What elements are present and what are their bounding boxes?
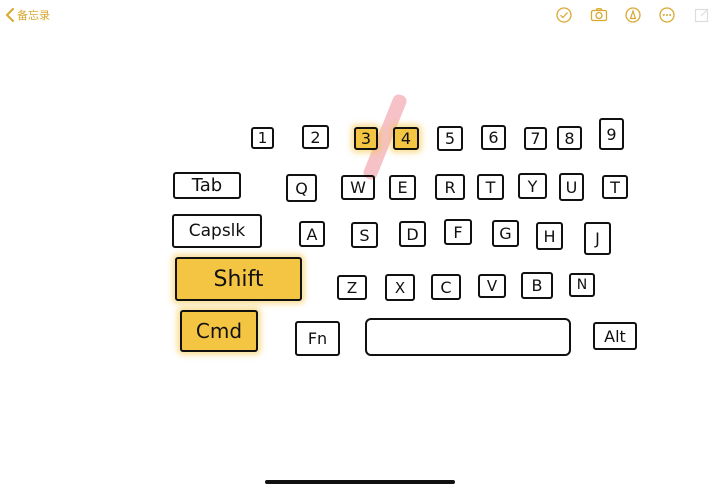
key-v: V xyxy=(478,274,506,298)
key-8: 8 xyxy=(557,126,582,150)
more-icon[interactable] xyxy=(658,6,676,24)
key-r: R xyxy=(435,174,465,200)
key-6: 6 xyxy=(481,125,506,150)
camera-icon[interactable] xyxy=(590,6,608,24)
key-tab: Tab xyxy=(173,172,241,199)
key-4: 4 xyxy=(393,127,419,150)
key-t2: T xyxy=(602,175,628,199)
key-d: D xyxy=(399,221,426,247)
home-indicator[interactable] xyxy=(265,480,455,484)
key-y: Y xyxy=(518,173,547,199)
back-label: 备忘录 xyxy=(17,10,50,22)
key-g: G xyxy=(492,220,519,247)
key-b: B xyxy=(521,272,553,299)
key-w: W xyxy=(341,175,375,200)
key-f: F xyxy=(444,219,472,245)
key-9: 9 xyxy=(599,118,624,150)
key-space xyxy=(365,318,571,356)
checklist-icon[interactable] xyxy=(555,6,573,24)
key-e: E xyxy=(389,175,416,200)
key-7: 7 xyxy=(524,127,547,150)
key-x: X xyxy=(385,274,415,301)
key-1: 1 xyxy=(251,127,274,149)
key-cmd: Cmd xyxy=(180,310,258,352)
key-t: T xyxy=(477,174,504,200)
key-fn: Fn xyxy=(295,321,340,356)
back-button[interactable]: 备忘录 xyxy=(6,6,50,24)
key-a: A xyxy=(299,221,325,247)
chevron-left-icon xyxy=(6,8,14,22)
key-h: H xyxy=(536,222,563,250)
key-alt: Alt xyxy=(593,322,637,350)
key-shift: Shift xyxy=(175,257,302,301)
key-3: 3 xyxy=(354,127,378,150)
key-s: S xyxy=(351,222,378,248)
key-5: 5 xyxy=(437,126,463,151)
key-q: Q xyxy=(286,174,317,202)
compose-icon[interactable] xyxy=(693,6,711,24)
key-2: 2 xyxy=(302,125,329,149)
key-n: N xyxy=(569,273,595,297)
key-c: C xyxy=(431,274,461,300)
key-capslock: Capslk xyxy=(172,214,262,248)
key-z: Z xyxy=(337,275,367,300)
markup-pen-icon[interactable] xyxy=(624,6,642,24)
key-j: J xyxy=(584,222,611,255)
key-u: U xyxy=(559,173,584,201)
top-toolbar: 备忘录 xyxy=(0,0,720,32)
